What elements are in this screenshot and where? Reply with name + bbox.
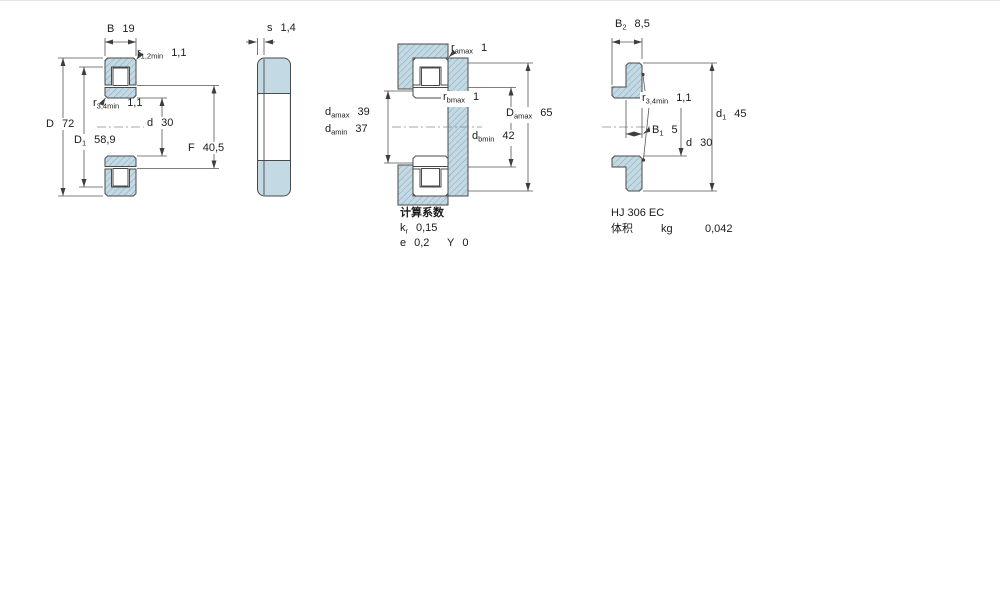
bearing-roller-bottom	[421, 168, 440, 187]
outer-ring-top	[104, 57, 137, 86]
cross-section-dimensions	[58, 38, 219, 197]
bearing-outline-outer-bottom	[412, 168, 449, 197]
roller-bottom	[112, 168, 129, 187]
abutment-view	[397, 43, 469, 206]
roller-top	[112, 67, 129, 86]
angle-ring-top	[611, 62, 643, 99]
housing-shoulder-top	[397, 43, 449, 90]
inner-ring-top	[104, 87, 137, 99]
outer-ring-bottom	[104, 168, 137, 197]
angle-ring-view	[611, 62, 643, 192]
cross-section-view	[104, 57, 137, 197]
side-view	[257, 57, 291, 197]
side-view-dimensions	[246, 38, 275, 55]
calculation-factors-title: 计算系数	[400, 207, 444, 219]
angle-ring-dimensions	[611, 38, 717, 192]
bearing-roller-top	[421, 67, 440, 86]
bearing-outline-outer-top	[412, 57, 449, 86]
abutment-dimensions	[384, 49, 533, 192]
ring-designation: HJ 306 EC	[611, 207, 665, 219]
angle-ring-bottom	[611, 155, 643, 192]
inner-ring-bottom	[104, 155, 137, 167]
bearing-inner-bottom	[412, 155, 449, 167]
